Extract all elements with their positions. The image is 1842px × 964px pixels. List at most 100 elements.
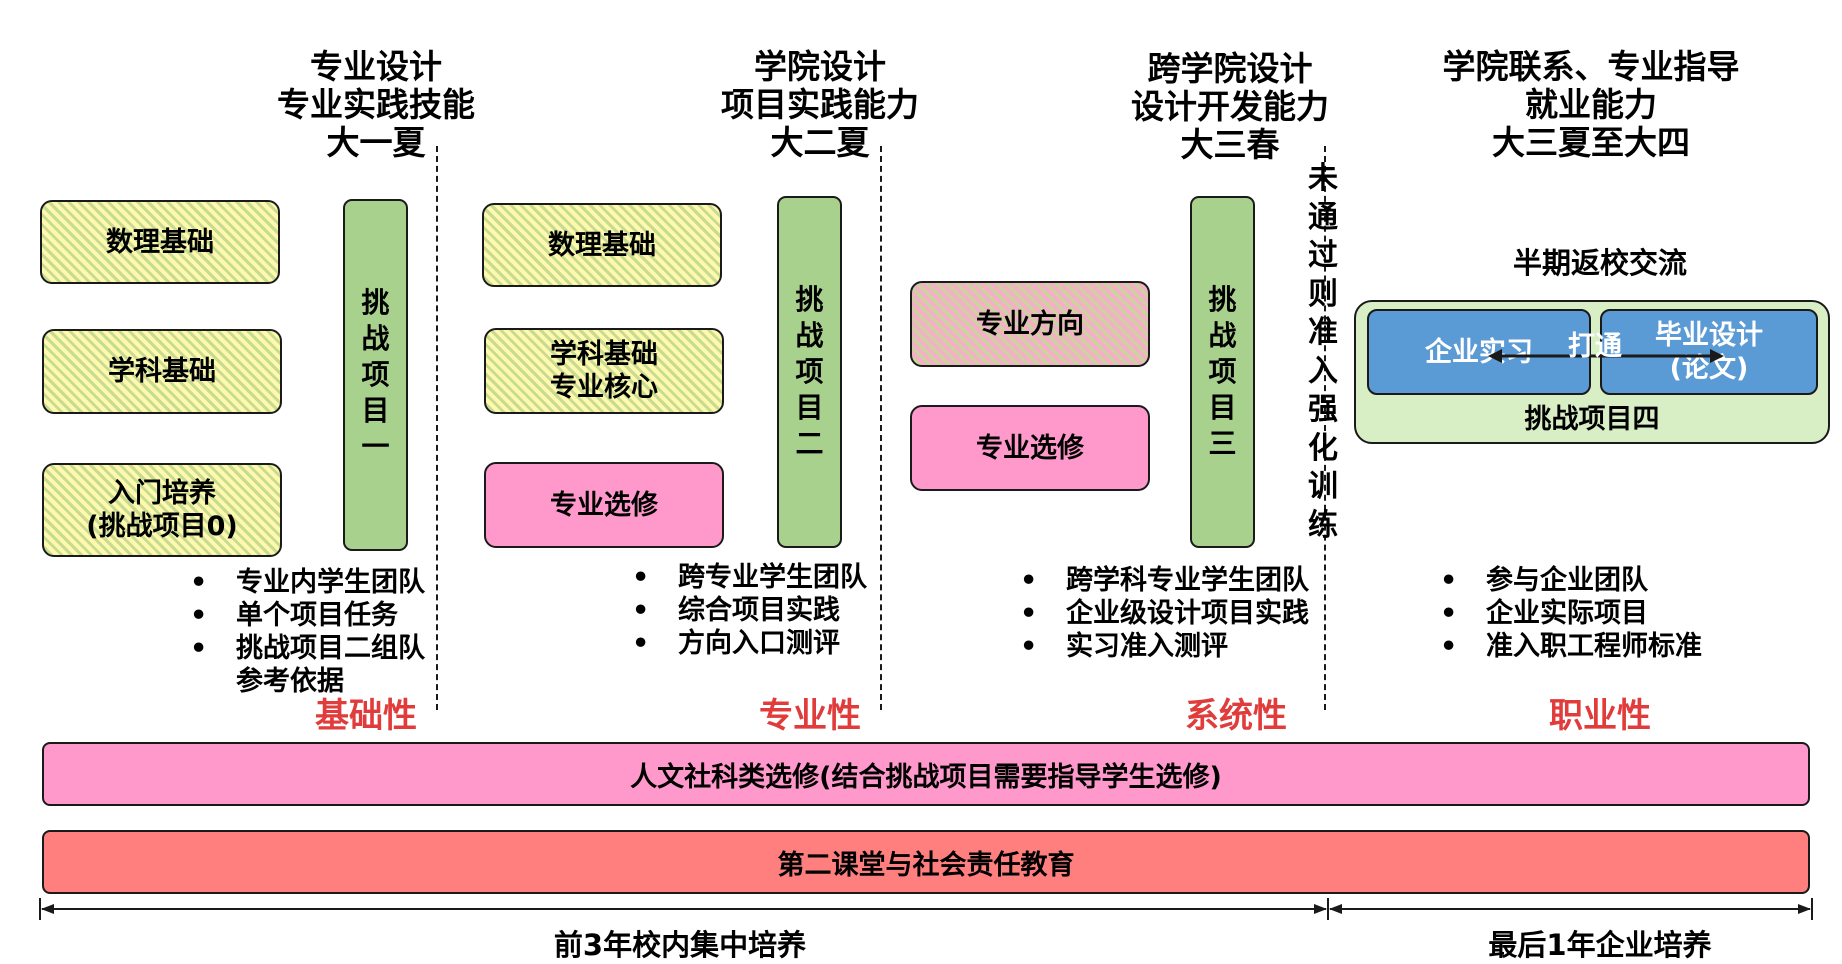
stage-3-major-elective-label: 专业选修	[976, 432, 1084, 464]
stage-4-header-line-1: 学院联系、专业指导	[1442, 47, 1740, 86]
list-item: • 单个项目任务	[190, 599, 425, 632]
stage-1-nature-label: 基础性	[315, 696, 417, 736]
stage-2-discipline-core-box: 学科基础 专业核心	[484, 328, 724, 414]
challenge-3-char-5: 三	[1208, 427, 1237, 460]
bullet-dot: •	[1440, 631, 1458, 662]
stage-3-bullet-list: • 跨学科专业学生团队 • 企业级设计项目实践 •实习准入测评	[1020, 564, 1309, 663]
bullet-text: 跨学科专业学生团队	[1066, 565, 1309, 596]
stage-2-header-line-1: 学院设计	[754, 47, 886, 86]
stage-2-math-basics-box: 数理基础	[482, 203, 722, 287]
bullet-text: 企业级设计项目实践	[1066, 598, 1309, 629]
challenge-1-char-4: 目	[361, 394, 390, 427]
stage-2-header: 学院设计 项目实践能力 大二夏	[696, 48, 944, 162]
humanities-electives-label: 人文社科类选修(结合挑战项目需要指导学生选修)	[630, 761, 1222, 793]
stage-2-major-elective-label: 专业选修	[550, 489, 658, 521]
stage-3-header: 跨学院设计 设计开发能力 大三春	[1106, 50, 1354, 164]
stage-3-header-line-3: 大三春	[1180, 125, 1280, 164]
bullet-text: 准入职工程师标准	[1486, 631, 1702, 662]
list-item: • 参与企业团队	[1440, 564, 1702, 597]
stage-1-math-basics-box: 数理基础	[40, 200, 280, 284]
bullet-dot: •	[632, 628, 650, 659]
stage-1-header: 专业设计 专业实践技能 大一夏	[252, 48, 500, 162]
bullet-text: 参与企业团队	[1486, 565, 1648, 596]
internship-box: 企业实习	[1367, 309, 1591, 395]
bullet-text: 方向入口测评	[678, 628, 840, 659]
humanities-electives-bar: 人文社科类选修(结合挑战项目需要指导学生选修)	[42, 742, 1810, 806]
challenge-1-char-1: 挑	[361, 286, 390, 319]
list-item: •实习准入测评	[1020, 630, 1309, 663]
stage-3-major-elective-box: 专业选修	[910, 405, 1150, 491]
challenge-3-char-1: 挑	[1208, 283, 1237, 316]
stage-1-math-basics-label: 数理基础	[106, 226, 214, 258]
challenge-1-char-5: 一	[361, 430, 390, 463]
list-item: •综合项目实践	[632, 594, 867, 627]
stage-1-intro-training-box: 入门培养 (挑战项目0)	[42, 463, 282, 557]
stage-2-major-elective-box: 专业选修	[484, 462, 724, 548]
bullet-dot: •	[190, 633, 208, 664]
stage-3-header-line-1: 跨学院设计	[1147, 49, 1313, 88]
bullet-dot: •	[190, 600, 208, 631]
internship-label: 企业实习	[1425, 336, 1533, 368]
stage-4-header-line-2: 就业能力	[1525, 85, 1657, 124]
stage-separator-2	[880, 146, 882, 710]
second-classroom-bar: 第二课堂与社会责任教育	[42, 830, 1810, 894]
enterprise-training-label: 最后1年企业培养	[1488, 928, 1712, 962]
stage-3-major-direction-box: 专业方向	[910, 281, 1150, 367]
mid-term-exchange-label: 半期返校交流	[1512, 246, 1687, 280]
stage-3-header-line-2: 设计开发能力	[1131, 87, 1329, 126]
stage-4-nature-label: 职业性	[1549, 696, 1651, 736]
gate-char-10: 练	[1308, 507, 1338, 543]
gate-char-8: 化	[1308, 430, 1338, 466]
gate-char-9: 训	[1308, 469, 1338, 504]
gate-char-1: 未	[1308, 161, 1338, 196]
challenge-2-char-4: 目	[795, 391, 824, 424]
bullet-dot: •	[632, 562, 650, 593]
gate-char-7: 强	[1308, 392, 1338, 427]
challenge-2-char-3: 项	[795, 355, 824, 388]
bullet-text: 企业实际项目	[1486, 598, 1648, 629]
bullet-dot: •	[1020, 598, 1038, 629]
stage-1-header-line-1: 专业设计	[310, 47, 442, 86]
stage-2-math-basics-label: 数理基础	[548, 229, 656, 261]
list-item: • 跨学科专业学生团队	[1020, 564, 1309, 597]
stage-separator-3	[1324, 146, 1326, 710]
bullet-text: 单个项目任务	[236, 600, 398, 631]
list-item: •跨专业学生团队	[632, 561, 867, 594]
bullet-text: 挑战项目二组队	[236, 633, 425, 664]
bullet-dot: •	[190, 567, 208, 598]
challenge-project-3-box: 挑 战 项 目 三	[1190, 196, 1255, 548]
bullet-text: 专业内学生团队	[236, 567, 425, 598]
challenge-1-char-2: 战	[361, 322, 390, 355]
connect-label: 打通	[1568, 331, 1622, 362]
connect-double-arrow	[1488, 349, 1724, 363]
challenge-2-char-5: 二	[795, 427, 824, 460]
challenge-3-char-3: 项	[1208, 355, 1237, 388]
stage-4-header-line-3: 大三夏至大四	[1492, 123, 1690, 162]
graduation-thesis-label: 毕业设计	[1655, 320, 1763, 351]
stage-1-challenge-zero-label: (挑战项目0)	[86, 511, 238, 542]
stage-1-bullet-list: • 专业内学生团队 • 单个项目任务 • 挑战项目二组队 参考依据	[190, 566, 425, 698]
bullet-text: 综合项目实践	[678, 595, 840, 626]
gate-char-4: 则	[1308, 276, 1338, 312]
list-item: • 准入职工程师标准	[1440, 630, 1702, 663]
stage-1-header-line-2: 专业实践技能	[277, 85, 475, 124]
challenge-project-1-box: 挑 战 项 目 一	[343, 199, 408, 551]
stage-2-discipline-basics-label: 学科基础	[550, 339, 658, 370]
stage-2-header-line-2: 项目实践能力	[721, 85, 919, 124]
list-item: • 挑战项目二组队	[190, 632, 425, 665]
stage-2-major-core-label: 专业核心	[550, 372, 658, 403]
stage-1-intro-training-label: 入门培养	[108, 478, 216, 509]
bullet-text: 实习准入测评	[1066, 631, 1228, 662]
bullet-dot: •	[1020, 565, 1038, 596]
stage-3-nature-label: 系统性	[1185, 696, 1287, 736]
bullet-dot: •	[1440, 598, 1458, 629]
stage-2-bullet-list: •跨专业学生团队 •综合项目实践 •方向入口测评	[632, 561, 867, 660]
stage-2-nature-label: 专业性	[759, 696, 861, 736]
stage-1-discipline-basics-label: 学科基础	[108, 356, 216, 387]
timeline	[39, 898, 1813, 920]
gate-char-5: 准	[1308, 315, 1338, 350]
bullet-dot: •	[1440, 565, 1458, 596]
gate-char-2: 通	[1308, 199, 1338, 235]
list-item: 参考依据	[190, 665, 425, 698]
stage-4-bullet-list: • 参与企业团队 • 企业实际项目 • 准入职工程师标准	[1440, 564, 1702, 663]
